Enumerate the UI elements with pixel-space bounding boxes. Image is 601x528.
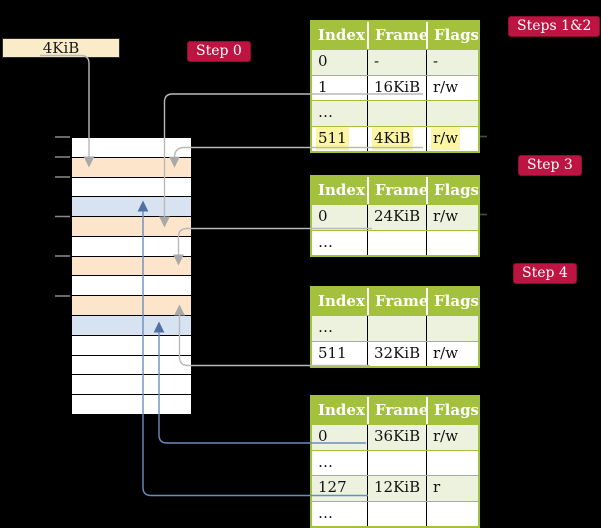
memory-frame-row xyxy=(72,295,191,316)
memory-frame-row xyxy=(72,138,191,157)
cell-frame: 16KiB xyxy=(367,75,426,100)
memory-frame-row xyxy=(72,374,191,395)
cell-index: … xyxy=(318,318,333,336)
cell-frame: 36KiB xyxy=(367,425,426,450)
cell-frame: - xyxy=(367,50,426,75)
table-row: … xyxy=(312,315,478,341)
table-row: … xyxy=(312,449,478,475)
table-header-row: Index Frame Flags xyxy=(312,22,478,49)
memory-frame-row xyxy=(72,216,191,236)
cell-index: … xyxy=(318,232,333,251)
cell-flags xyxy=(426,316,478,341)
header-cell-index: Index xyxy=(318,401,365,419)
memory-frame-row xyxy=(72,394,191,414)
cell-flags xyxy=(426,450,478,475)
cell-flags: r/w xyxy=(426,205,478,230)
cropped-arrow-stubs xyxy=(480,135,487,216)
cell-index: … xyxy=(318,103,333,121)
cell-frame xyxy=(367,316,426,341)
cell-frame: 12KiB xyxy=(367,476,426,501)
cell-flags xyxy=(426,501,478,526)
header-cell-frame: Frame xyxy=(367,397,426,424)
cell-index: 0 xyxy=(318,52,328,70)
table-header-row: Index Frame Flags xyxy=(312,288,478,315)
memory-frame-row xyxy=(72,315,191,335)
cell-flags: r/w xyxy=(426,341,478,366)
header-cell-frame: Frame xyxy=(367,177,426,204)
header-cell-frame: Frame xyxy=(367,22,426,49)
page-table-final: Index Frame Flags 0 36KiB r/w … 127 12Ki… xyxy=(310,395,480,528)
table-row: … xyxy=(312,500,478,526)
frame-size-box: 4KiB xyxy=(2,38,120,58)
memory-frame-row xyxy=(72,255,191,276)
header-cell-index: Index xyxy=(318,181,365,199)
table-header-row: Index Frame Flags xyxy=(312,177,478,204)
header-cell-flags: Flags xyxy=(426,288,478,315)
cell-index: 0 xyxy=(318,427,328,445)
cell-frame: 4KiB xyxy=(367,126,426,151)
table-row: … xyxy=(312,229,478,255)
cell-index: … xyxy=(318,503,333,522)
cell-flags: - xyxy=(426,50,478,75)
header-cell-flags: Flags xyxy=(426,177,478,204)
frame-size-label: 4KiB xyxy=(42,39,80,57)
table-row: 511 32KiB r/w xyxy=(312,340,478,366)
page-table-step4: Index Frame Flags … 511 32KiB r/w xyxy=(310,286,480,368)
header-cell-frame: Frame xyxy=(367,288,426,315)
cell-flags: r/w xyxy=(426,425,478,450)
cell-flags xyxy=(426,230,478,255)
cell-index: 511 xyxy=(312,126,367,152)
table-row: … xyxy=(312,100,478,126)
frame-boundary-ticks xyxy=(55,136,70,297)
step-0-label: Step 0 xyxy=(187,41,251,62)
table-row: 127 12KiB r xyxy=(312,475,478,501)
cell-flags: r/w xyxy=(426,75,478,100)
memory-frame-row xyxy=(72,334,191,355)
cell-index: 127 xyxy=(318,478,347,496)
table-row: 0 - - xyxy=(312,49,478,75)
memory-frame-row xyxy=(72,354,191,375)
header-cell-index: Index xyxy=(318,26,365,44)
memory-frame-row xyxy=(72,196,191,217)
table-row: 0 36KiB r/w xyxy=(312,424,478,450)
cell-frame xyxy=(367,101,426,126)
step-3-label: Step 3 xyxy=(518,155,582,176)
cell-flags xyxy=(426,101,478,126)
table-row: 0 24KiB r/w xyxy=(312,204,478,230)
cell-index: 1 xyxy=(318,77,328,96)
cell-frame xyxy=(367,501,426,526)
table-row: 1 16KiB r/w xyxy=(312,74,478,100)
cell-frame xyxy=(367,450,426,475)
step-4-label: Step 4 xyxy=(513,263,577,284)
cell-frame: 24KiB xyxy=(367,205,426,230)
memory-frame-row xyxy=(72,156,191,177)
cell-flags: r/w xyxy=(426,126,478,151)
cell-frame: 32KiB xyxy=(367,341,426,366)
steps-1-2-label: Steps 1&2 xyxy=(508,16,601,37)
memory-frame-row xyxy=(72,235,191,256)
page-table-step3: Index Frame Flags 0 24KiB r/w … xyxy=(310,175,480,257)
header-cell-flags: Flags xyxy=(426,397,478,424)
table-header-row: Index Frame Flags xyxy=(312,397,478,424)
page-table-steps12: Index Frame Flags 0 - - 1 16KiB r/w … 51… xyxy=(310,20,480,153)
table-row-highlighted: 511 4KiB r/w xyxy=(312,125,478,152)
cell-flags: r xyxy=(426,476,478,501)
cell-index: … xyxy=(318,452,333,471)
header-cell-flags: Flags xyxy=(426,22,478,49)
physical-memory-column xyxy=(71,137,192,415)
header-cell-index: Index xyxy=(318,292,365,310)
cell-index: 0 xyxy=(318,207,328,225)
memory-frame-row xyxy=(72,275,191,296)
memory-frame-row xyxy=(72,176,191,197)
cell-index: 511 xyxy=(318,343,347,362)
cell-frame xyxy=(367,230,426,255)
